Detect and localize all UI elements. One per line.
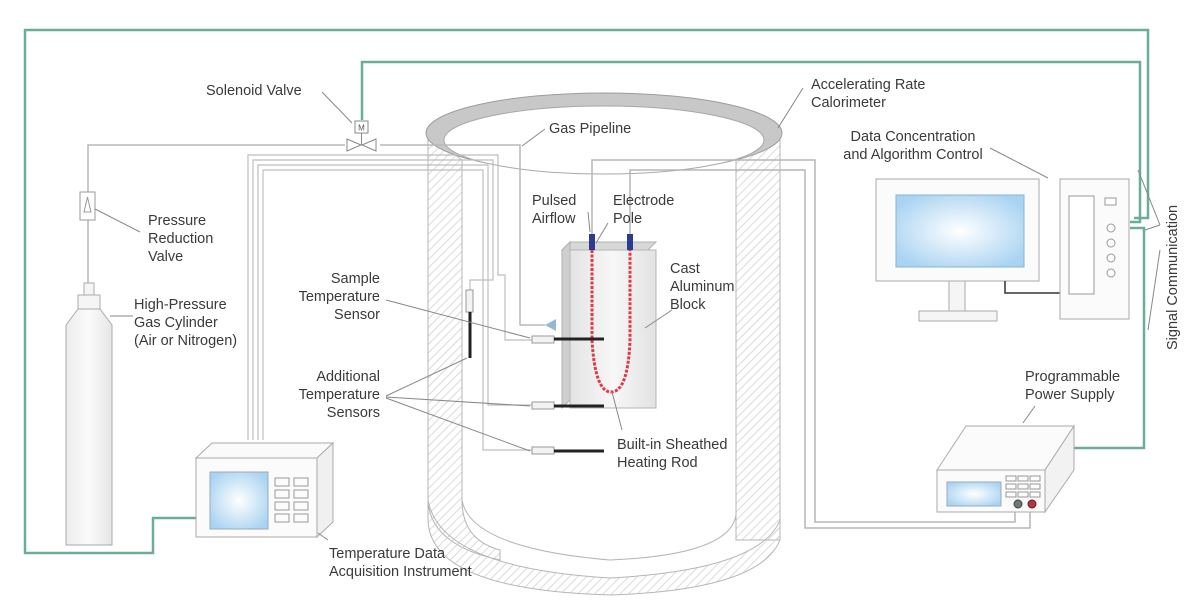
accelerating-rate-calorimeter xyxy=(425,92,783,596)
label-line: Electrode xyxy=(613,193,675,209)
terminal-positive xyxy=(1027,499,1037,509)
label-additional-temperature-sensors: Additional Temperature Sensors xyxy=(288,368,380,422)
sensor-wires xyxy=(247,154,540,451)
label-line: Gas Cylinder xyxy=(134,315,218,331)
label-pulsed-airflow: Pulsed Airflow xyxy=(532,192,576,228)
label-line: Power Supply xyxy=(1025,387,1115,403)
additional-sensor-2 xyxy=(531,446,604,455)
label-line: Gas Pipeline xyxy=(549,121,632,137)
data-concentration-computer xyxy=(875,178,1130,322)
heating-rod xyxy=(590,250,632,394)
label-line: Accelerating Rate xyxy=(811,77,926,93)
label-line: Pole xyxy=(613,211,643,227)
label-line: Heating Rod xyxy=(617,455,698,471)
programmable-power-supply xyxy=(936,424,1075,514)
label-line: Sensor xyxy=(334,307,380,323)
label-solenoid-valve: Solenoid Valve xyxy=(206,82,302,100)
terminal-negative xyxy=(1013,499,1023,509)
label-line: Solenoid Valve xyxy=(206,83,302,99)
temperature-sensors xyxy=(465,289,604,455)
power-wires xyxy=(591,159,1031,529)
label-line: Signal Communication xyxy=(1165,204,1181,350)
additional-sensor-3 xyxy=(465,289,474,358)
label-gas-pipeline: Gas Pipeline xyxy=(549,120,631,138)
additional-sensor-1 xyxy=(531,401,604,410)
label-line: Programmable xyxy=(1025,369,1121,385)
cast-aluminum-block xyxy=(560,234,658,410)
label-line: Data Concentration xyxy=(850,129,976,145)
sample-temperature-sensor xyxy=(531,335,604,344)
monitor-screen xyxy=(895,194,1025,268)
label-sample-temperature-sensor: Sample Temperature Sensor xyxy=(288,270,380,324)
label-line: Temperature Data xyxy=(329,546,446,562)
label-line: High-Pressure xyxy=(134,297,227,313)
label-line: Valve xyxy=(148,249,184,265)
label-gas-cylinder: High-Pressure Gas Cylinder (Air or Nitro… xyxy=(134,296,237,350)
label-line: Aluminum xyxy=(670,279,735,295)
solenoid-valve: M xyxy=(346,120,377,152)
label-data-concentration: Data Concentration and Algorithm Control xyxy=(828,128,998,164)
label-line: Built-in Sheathed xyxy=(617,437,728,453)
label-heating-rod: Built-in Sheathed Heating Rod xyxy=(617,436,727,472)
label-line: Sample xyxy=(330,271,380,287)
label-line: Calorimeter xyxy=(811,95,886,111)
label-line: Additional xyxy=(316,369,380,385)
label-line: (Air or Nitrogen) xyxy=(134,333,238,349)
label-programmable-power-supply: Programmable Power Supply xyxy=(1025,368,1120,404)
gas-pipeline xyxy=(87,144,545,326)
label-temperature-daq: Temperature Data Acquisition Instrument xyxy=(329,545,472,581)
signal-line-power xyxy=(1072,226,1146,450)
temperature-daq xyxy=(194,441,335,539)
label-line: Cast xyxy=(670,261,700,277)
label-line: Reduction xyxy=(148,231,214,247)
electrode-right xyxy=(627,234,633,250)
label-cast-aluminum-block: Cast Aluminum Block xyxy=(670,260,734,314)
leader-lines xyxy=(94,87,1161,541)
label-line: Sensors xyxy=(326,405,380,421)
label-line: and Algorithm Control xyxy=(843,147,983,163)
pulsed-airflow-nozzle xyxy=(545,319,556,331)
signal-line-solenoid xyxy=(360,60,1142,224)
calorimeter-wall-left xyxy=(427,134,501,561)
label-line: Pressure xyxy=(148,213,207,229)
label-signal-communication: Signal Communication xyxy=(1164,205,1182,350)
gas-cylinder xyxy=(65,282,113,546)
label-line: Temperature xyxy=(298,387,380,403)
electrode-left xyxy=(589,234,595,250)
pressure-reduction-valve xyxy=(79,191,96,221)
label-line: Block xyxy=(670,297,706,313)
label-electrode-pole: Electrode Pole xyxy=(613,192,674,228)
label-line: Temperature xyxy=(298,289,380,305)
label-pressure-reduction-valve: Pressure Reduction Valve xyxy=(148,212,213,266)
signal-line-outer xyxy=(23,28,1150,555)
label-accelerating-rate-calorimeter: Accelerating Rate Calorimeter xyxy=(811,76,925,112)
signal-lines xyxy=(23,28,1150,555)
label-line: Acquisition Instrument xyxy=(329,564,472,580)
label-line: Pulsed xyxy=(532,193,577,209)
solenoid-valve-glyph: M xyxy=(358,124,365,133)
label-line: Airflow xyxy=(532,211,576,227)
